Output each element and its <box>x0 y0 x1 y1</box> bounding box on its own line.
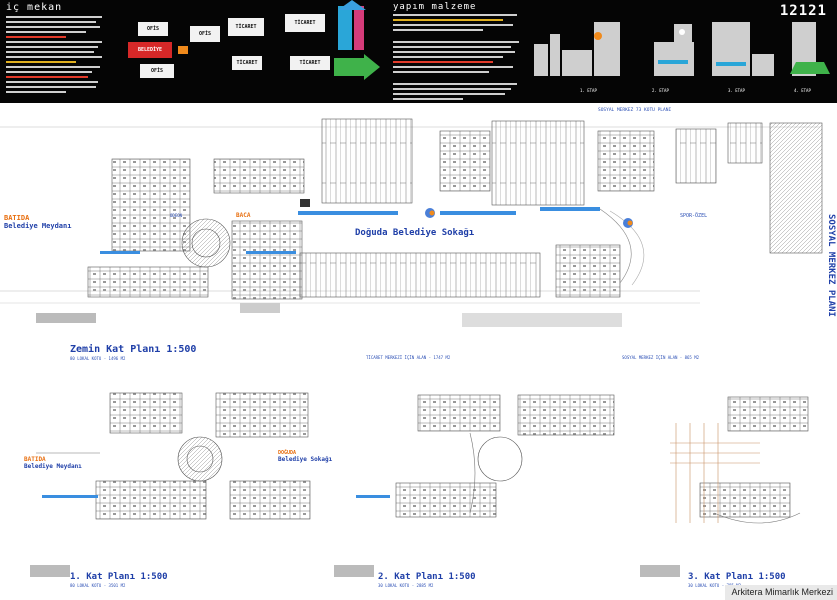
band-center-title: yapım malzeme <box>393 2 477 12</box>
title-kat-3: 3. Kat Planı 1:500 <box>688 572 786 582</box>
diagram-block-belediye: BELEDİYE <box>128 42 172 58</box>
label-sosyal-merkez-vertical: SOSYAL MERKEZ PLANI <box>826 213 836 317</box>
ground-floor-plan <box>0 118 823 327</box>
label-kat1-sokak: Belediye Sokağı <box>278 456 333 463</box>
label-belediye-meydani: Belediye Meydanı <box>4 222 72 230</box>
label-kat1-meydan: Belediye Meydanı <box>24 463 82 470</box>
label-kat1-doguda: DOĞUDA <box>278 450 297 456</box>
diagram-accent-orange <box>178 46 188 54</box>
diagram-up-arrow-icon <box>338 0 366 10</box>
center-text-column <box>393 14 523 103</box>
subtitle-kat-1: 80 LOKAL KOTU - 3501 M2 <box>70 583 126 588</box>
diagram-block-ticaret-2: TİCARET <box>232 56 262 70</box>
title-kat-1: 1. Kat Planı 1:500 <box>70 572 168 582</box>
second-floor-plan <box>334 394 615 577</box>
subtitle-kat-3: 30 LOKAL KOTU - 785 M2 <box>688 583 741 588</box>
diagram-block-ofis-2: OFİS <box>140 64 174 78</box>
left-text-column <box>6 16 106 96</box>
stage-label-3: 3. ETAP <box>728 88 745 93</box>
title-kat-2: 2. Kat Planı 1:500 <box>378 572 476 582</box>
subtitle-kat-2: 30 LOKAL KOTU - 2885 M2 <box>378 583 434 588</box>
diagram-block-ticaret-4: TİCARET <box>290 56 330 70</box>
plan-drawings <box>0 118 823 577</box>
first-floor-plan <box>30 392 311 577</box>
stage-label-4: 4. ETAP <box>794 88 811 93</box>
label-spor-ozel: SPOR-ÖZEL <box>680 213 708 219</box>
phase-diagrams <box>534 22 830 76</box>
stage-label-1: 1. ETAP <box>580 88 597 93</box>
band-left-title: iç mekan <box>6 2 63 13</box>
title-zemin-kat: Zemin Kat Planı 1:500 <box>70 344 197 355</box>
top-info-band: iç mekan yapım malzeme 12121 OFİS BELEDİ… <box>0 0 837 103</box>
diagram-block-ticaret-3: TİCARET <box>285 14 325 32</box>
diagram-green-arrow-icon <box>334 54 380 80</box>
third-floor-plan <box>640 396 809 577</box>
label-odeon: ODEON <box>170 213 183 218</box>
diagram-accent-pink <box>354 6 364 50</box>
stage-label-2: 2. ETAP <box>652 88 669 93</box>
diagram-block-ticaret-1: TİCARET <box>228 18 264 36</box>
label-doguda-belediye-sokagi: Doğuda Belediye Sokağı <box>355 228 475 238</box>
label-sosyal-area: SOSYAL MERKEZ İÇİN ALAN - 865 M2 <box>622 355 700 360</box>
label-batida-top: BATIDA <box>4 214 30 222</box>
diagram-accent-cyan <box>338 6 352 50</box>
diagram-block-ofis-3: OFİS <box>190 26 220 42</box>
sheet-number: 12121 <box>779 3 827 19</box>
label-ticaret-area: TİCARET MERKEZİ İÇİN ALAN - 1747 M2 <box>366 355 451 360</box>
source-watermark: Arkitera Mimarlık Merkezi <box>725 585 837 600</box>
label-baca: BACA <box>236 212 251 219</box>
label-sosyal-merkez-plan: SOSYAL MERKEZ 73 KOTU PLANI <box>598 108 672 113</box>
subtitle-zemin-kat: 80 LOKAL KOTU - 1496 M2 <box>70 356 126 361</box>
diagram-block-ofis-1: OFİS <box>138 22 168 36</box>
label-kat1-batida: BATIDA <box>24 456 46 463</box>
